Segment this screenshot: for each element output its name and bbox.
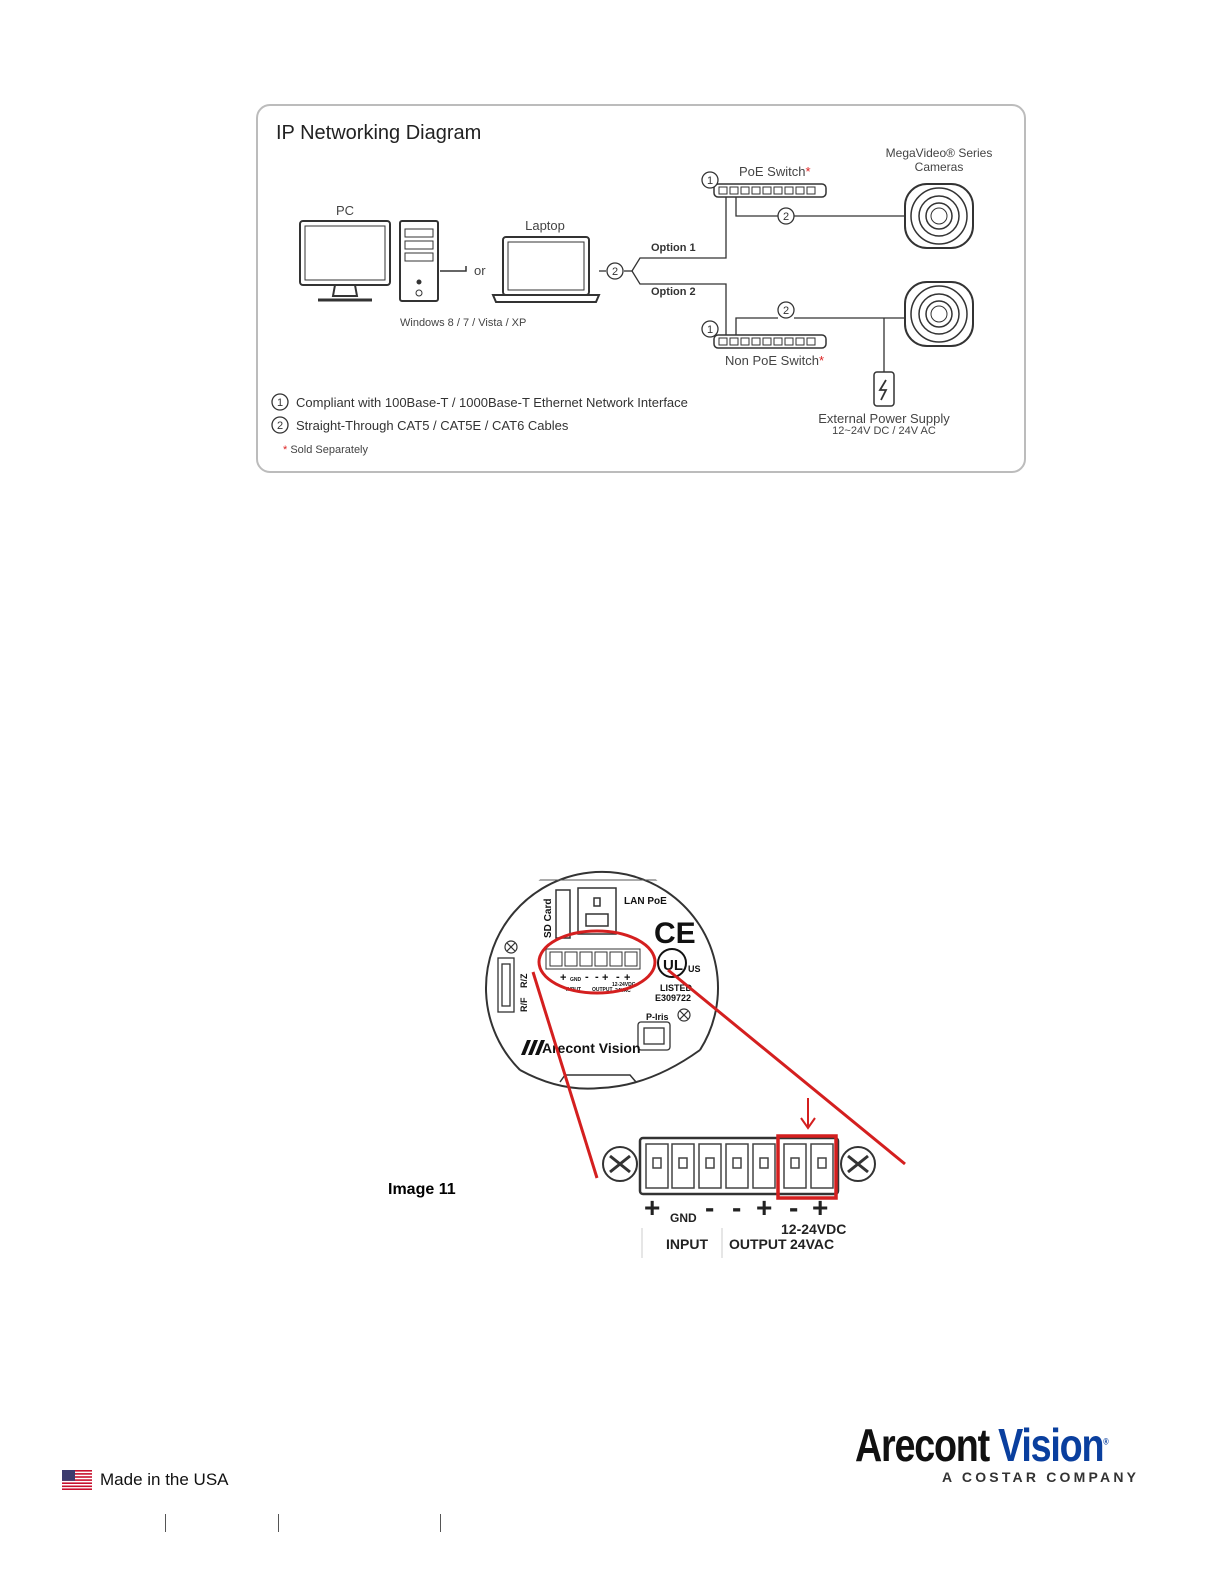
marker-2-laptop: 2	[612, 266, 618, 278]
option1-label: Option 1	[651, 242, 696, 254]
pc-cable-stub	[440, 266, 467, 272]
down-arrow-icon	[800, 1098, 816, 1130]
legend-item-1: Compliant with 100Base-T / 1000Base-T Et…	[296, 395, 688, 410]
svg-text:+: +	[602, 972, 608, 984]
ul-us: US	[688, 964, 701, 974]
svg-text:-: -	[616, 971, 620, 983]
conn-minus-1: -	[705, 1192, 715, 1223]
power-supply-label: External Power Supply	[818, 411, 950, 426]
os-label: Windows 8 / 7 / Vista / XP	[400, 317, 527, 329]
made-in-usa: Made in the USA	[100, 1470, 229, 1489]
small-terminal-block	[545, 948, 641, 970]
enlarged-terminal-block	[602, 1098, 876, 1258]
marker-1-nonpoe: 1	[707, 324, 713, 336]
conn-minus-power: -	[789, 1192, 799, 1223]
non-poe-switch-icon	[713, 334, 827, 349]
marker-circles	[271, 171, 795, 434]
svg-text:12-24VDC: 12-24VDC	[612, 982, 636, 988]
marker-2-poe: 2	[783, 211, 789, 223]
large-screw-right	[840, 1146, 876, 1182]
arecont-vision-wordmark: Arecont Vision®	[855, 1419, 1109, 1471]
power-supply-spec: 12~24V DC / 24V AC	[832, 425, 936, 437]
zoom-line-right	[667, 968, 906, 1166]
network-diagram-graphics: 2 1 2 1 2 1 2	[271, 171, 974, 434]
camera-top-icon	[904, 183, 974, 249]
arecont-logo-mark	[521, 1040, 545, 1055]
camera-housing	[485, 870, 719, 1090]
rz-rf-connector	[497, 957, 515, 1013]
svg-text:OUTPUT: OUTPUT	[592, 987, 613, 993]
conn-plus-input: +	[644, 1192, 661, 1223]
poe-switch-label: PoE Switch*	[739, 164, 811, 179]
conn-power-line1: 12-24VDC	[781, 1221, 847, 1237]
sd-card-label: SD Card	[543, 899, 554, 938]
marker-2-nonpoe: 2	[783, 305, 789, 317]
camera-back-figure: CE UL US LISTED E309722 R/Z R/F SD Card …	[485, 870, 906, 1179]
laptop-icon	[491, 236, 601, 303]
svg-text:+: +	[560, 972, 566, 984]
non-poe-switch-label: Non PoE Switch*	[725, 353, 824, 368]
sd-card-slot	[555, 889, 571, 939]
terminal-slots	[645, 1143, 834, 1189]
legend-item-2: Straight-Through CAT5 / CAT5E / CAT6 Cab…	[296, 418, 569, 433]
lan-poe-label: LAN PoE	[624, 896, 667, 907]
sold-separately-note: * Sold Separately	[283, 444, 369, 456]
small-screws	[504, 940, 691, 1022]
ul-mark: UL	[663, 957, 683, 974]
terminal-body	[638, 1136, 840, 1196]
marker-1-poe: 1	[707, 175, 713, 187]
svg-text:GND: GND	[570, 977, 582, 983]
diagram-title: IP Networking Diagram	[276, 122, 482, 144]
lan-port-icon	[577, 887, 617, 935]
conn-output-label: OUTPUT	[729, 1236, 787, 1252]
conn-minus-2: -	[732, 1192, 742, 1223]
listing-number: E309722	[655, 993, 691, 1003]
ce-mark: CE	[654, 917, 696, 950]
highlight-ellipse	[537, 929, 657, 995]
image-caption: Image 11	[388, 1181, 456, 1198]
marker-numbers: 2 1 2 1 2 1 2	[277, 175, 789, 432]
camera-bottom-icon	[904, 281, 974, 347]
pc-label: PC	[335, 203, 355, 218]
ul-mark-circle	[657, 948, 687, 978]
conn-gnd: GND	[670, 1211, 697, 1225]
rz-label: R/Z	[519, 973, 529, 988]
footer-separator-1	[165, 1514, 166, 1532]
conn-input-label: INPUT	[666, 1236, 708, 1252]
large-screw-left	[602, 1146, 638, 1182]
poe-switch-icon	[713, 183, 827, 198]
conn-power-line2: 24VAC	[790, 1236, 835, 1252]
network-lines	[599, 195, 905, 372]
brand-tagline: A COSTAR COMPANY	[942, 1469, 1140, 1485]
conn-plus-power: +	[812, 1192, 829, 1223]
option2-label: Option 2	[651, 286, 696, 298]
legend-marker-2: 2	[277, 420, 283, 432]
svg-text:+: +	[624, 972, 630, 984]
p-iris-connector	[637, 1021, 671, 1051]
zoom-line-left	[531, 971, 599, 1179]
conn-plus-output: +	[756, 1192, 773, 1223]
rf-label: R/F	[519, 997, 529, 1012]
legend-marker-1: 1	[277, 397, 283, 409]
pc-tower-icon	[399, 220, 439, 302]
pc-monitor-icon	[299, 220, 391, 302]
svg-text:-: -	[585, 971, 589, 983]
footer-separator-2	[278, 1514, 279, 1532]
listed-text: LISTED	[660, 983, 693, 993]
power-terminal-highlight	[776, 1134, 838, 1200]
us-flag-icon	[62, 1470, 92, 1490]
arecont-brand-small: Arecont Vision	[542, 1040, 641, 1056]
svg-text:-: -	[595, 971, 599, 983]
p-iris-label: P-Iris	[646, 1012, 669, 1022]
laptop-label: Laptop	[525, 218, 565, 233]
power-supply-icon	[873, 371, 895, 407]
footer-separator-3	[440, 1514, 441, 1532]
or-label: or	[474, 263, 486, 278]
diagram-panel	[256, 104, 1026, 473]
